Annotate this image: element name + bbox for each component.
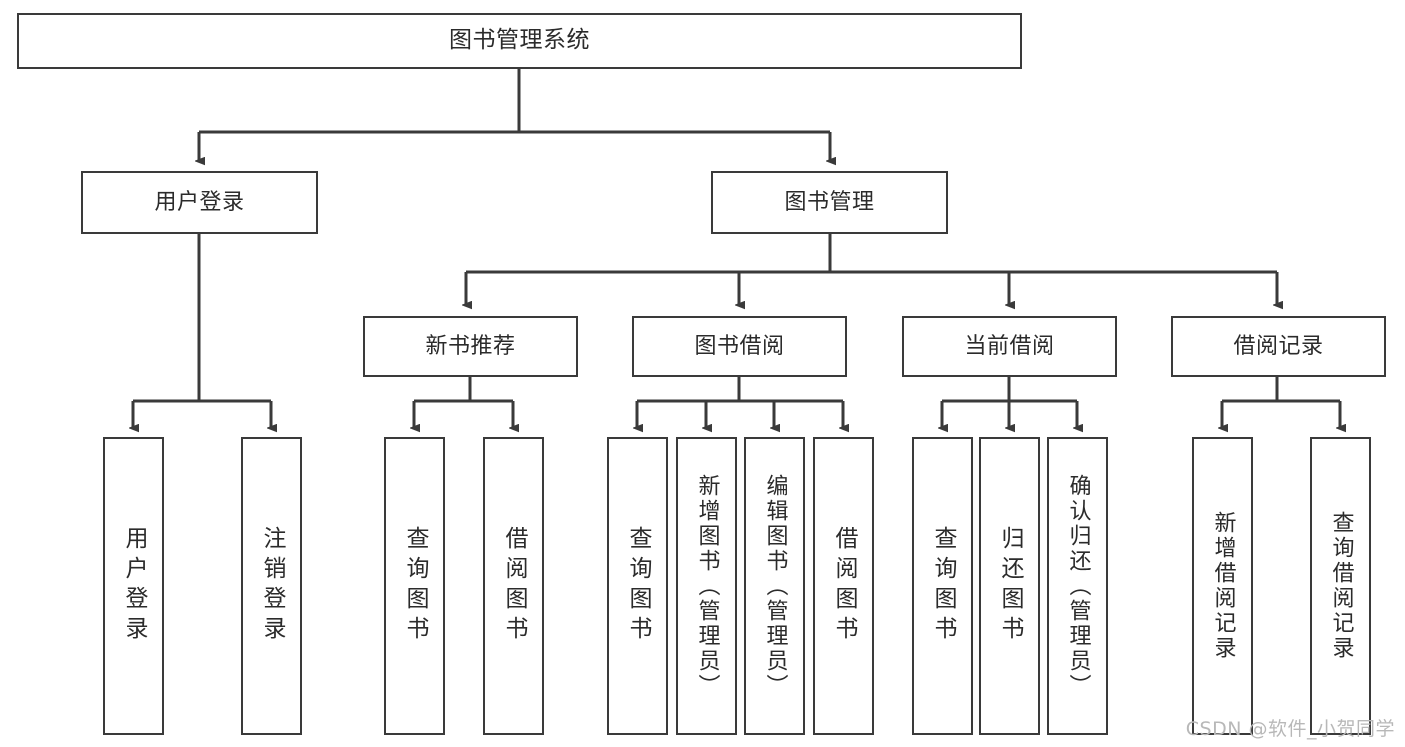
leaf-add-borrow-record[interactable]: 新增借阅记录	[1192, 437, 1253, 735]
node-new-book-recommendation[interactable]: 新书推荐	[363, 316, 578, 377]
node-label: 查询图书	[402, 526, 428, 646]
leaf-return-books[interactable]: 归还图书	[979, 437, 1040, 735]
leaf-confirm-return-admin[interactable]: 确认归还（管理员）	[1047, 437, 1108, 735]
leaf-edit-book-admin[interactable]: 编辑图书（管理员）	[744, 437, 805, 735]
node-label: 确认归还（管理员）	[1065, 473, 1091, 699]
node-label: 新增图书（管理员）	[694, 473, 720, 699]
node-label: 查询借阅记录	[1328, 511, 1354, 661]
node-label: 用户登录	[154, 189, 245, 215]
node-label: 新增借阅记录	[1210, 511, 1236, 661]
node-label: 图书管理	[784, 189, 875, 215]
node-label: 查询图书	[930, 526, 956, 646]
leaf-user-login[interactable]: 用户登录	[103, 437, 164, 735]
leaf-query-borrow-record[interactable]: 查询借阅记录	[1310, 437, 1371, 735]
node-book-management[interactable]: 图书管理	[711, 171, 948, 234]
node-label: 注销登录	[259, 526, 285, 646]
node-label: 当前借阅	[964, 333, 1055, 359]
node-label: 用户登录	[121, 526, 147, 646]
node-label: 借阅图书	[831, 526, 857, 646]
leaf-borrow-books-borrowing[interactable]: 借阅图书	[813, 437, 874, 735]
leaf-query-books-borrowing[interactable]: 查询图书	[607, 437, 668, 735]
node-label: 编辑图书（管理员）	[762, 473, 788, 699]
leaf-borrow-books-recommend[interactable]: 借阅图书	[483, 437, 544, 735]
node-borrowing-records[interactable]: 借阅记录	[1171, 316, 1386, 377]
node-label: 归还图书	[997, 526, 1023, 646]
leaf-logout[interactable]: 注销登录	[241, 437, 302, 735]
leaf-query-books-current[interactable]: 查询图书	[912, 437, 973, 735]
node-root-library-system[interactable]: 图书管理系统	[17, 13, 1022, 69]
node-label: 借阅记录	[1233, 333, 1324, 359]
leaf-query-books-recommend[interactable]: 查询图书	[384, 437, 445, 735]
node-book-borrowing[interactable]: 图书借阅	[632, 316, 847, 377]
leaf-add-book-admin[interactable]: 新增图书（管理员）	[676, 437, 737, 735]
node-user-login[interactable]: 用户登录	[81, 171, 318, 234]
node-label: 查询图书	[625, 526, 651, 646]
node-label: 图书借阅	[694, 333, 785, 359]
node-label: 图书管理系统	[449, 27, 590, 54]
node-current-borrowing[interactable]: 当前借阅	[902, 316, 1117, 377]
node-label: 新书推荐	[425, 333, 516, 359]
node-label: 借阅图书	[501, 526, 527, 646]
